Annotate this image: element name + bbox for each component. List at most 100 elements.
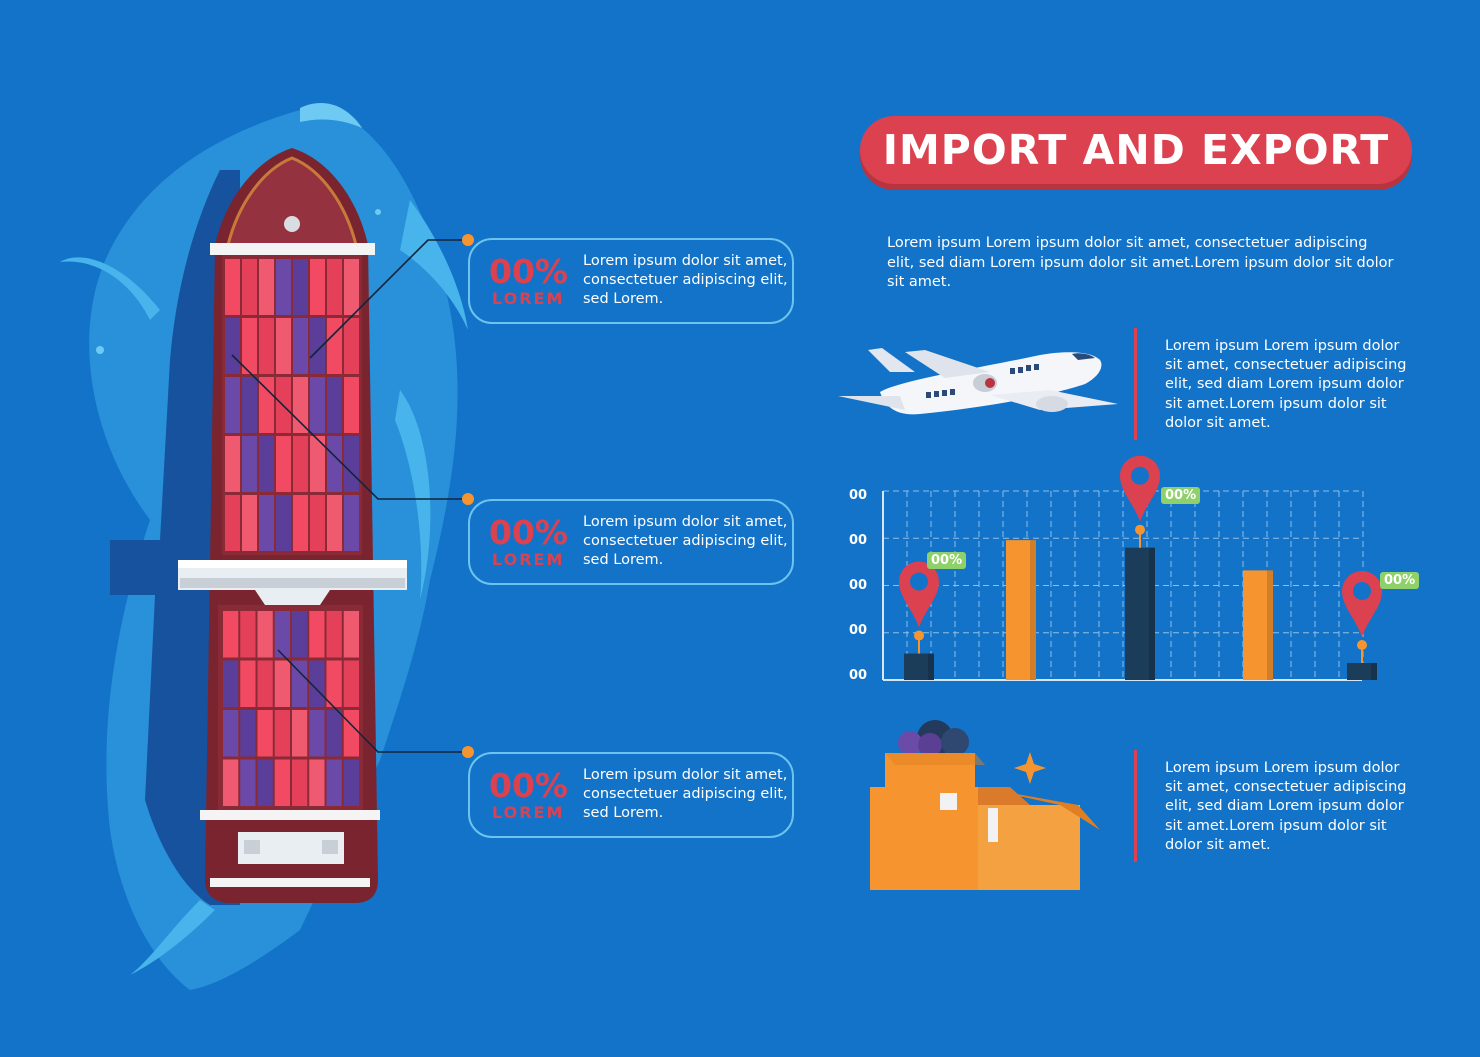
- ship-container: [292, 759, 308, 806]
- ship-container: [310, 495, 325, 551]
- ship-container: [326, 660, 342, 707]
- ship-container: [259, 318, 274, 374]
- ship-container: [242, 436, 257, 492]
- ship-container: [259, 495, 274, 551]
- ship-container: [344, 377, 359, 433]
- ship-container: [240, 759, 256, 806]
- ship-container: [259, 377, 274, 433]
- ship-container: [259, 259, 274, 315]
- ship-container: [293, 495, 308, 551]
- bar-badge: 00%: [1380, 572, 1420, 589]
- y-tick-label: 00: [849, 533, 868, 548]
- pin-base-dot: [1135, 524, 1145, 535]
- ship-container: [242, 259, 257, 315]
- ship-container: [309, 759, 325, 806]
- ship-container: [225, 259, 240, 315]
- callout-percent: 00%: [489, 252, 568, 291]
- chart-bar-shade: [1149, 547, 1155, 680]
- ship-container: [309, 611, 325, 658]
- chart-bar: [1125, 547, 1155, 680]
- ship-container: [257, 710, 273, 757]
- ship-container: [327, 259, 342, 315]
- map-pin-hole: [910, 572, 928, 591]
- ship-container: [343, 660, 359, 707]
- leader-dot-1: [462, 234, 474, 246]
- intro-text: Lorem ipsum Lorem ipsum dolor sit amet, …: [887, 235, 1394, 290]
- ship-container: [343, 759, 359, 806]
- ship-container: [327, 318, 342, 374]
- leader-lines: [231, 239, 468, 753]
- y-tick-label: 00: [849, 623, 868, 638]
- cardboard-boxes-icon: [870, 720, 1100, 890]
- chart-bar-shade: [1030, 540, 1036, 680]
- ship-container: [223, 759, 239, 806]
- ship-container: [344, 318, 359, 374]
- ship: [178, 148, 407, 903]
- ship-container: [293, 377, 308, 433]
- ship-container: [276, 436, 291, 492]
- ship-container: [274, 660, 290, 707]
- ship-container: [276, 259, 291, 315]
- ship-container: [327, 495, 342, 551]
- ship-container: [344, 495, 359, 551]
- ship-container: [327, 377, 342, 433]
- callout-percent: 00%: [489, 513, 568, 552]
- ship-container: [327, 436, 342, 492]
- ship-container: [242, 318, 257, 374]
- y-tick-label: 00: [849, 488, 868, 503]
- leader-dot-3: [462, 746, 474, 758]
- pin-base-dot: [1357, 639, 1367, 650]
- ship-container: [309, 710, 325, 757]
- accent-bar-airplane: [1134, 328, 1137, 440]
- callout-text: Lorem ipsum dolor sit amet, consectetuer…: [583, 253, 788, 307]
- ship-container: [223, 660, 239, 707]
- callout-2: 00% LOREM Lorem ipsum dolor sit amet, co…: [468, 499, 794, 585]
- callout-1: 00% LOREM Lorem ipsum dolor sit amet, co…: [468, 238, 794, 324]
- airplane-text: Lorem ipsum Lorem ipsum dolor sit amet, …: [1165, 338, 1407, 431]
- ship-container: [274, 611, 290, 658]
- airplane-icon: [838, 348, 1118, 415]
- ship-container: [310, 259, 325, 315]
- ship-container: [310, 436, 325, 492]
- ship-container: [310, 377, 325, 433]
- ship-container: [225, 377, 240, 433]
- bar-chart: [882, 455, 1382, 681]
- ship-container: [257, 660, 273, 707]
- ship-container: [309, 660, 325, 707]
- boxes-text: Lorem ipsum Lorem ipsum dolor sit amet, …: [1165, 760, 1407, 853]
- callout-label: LOREM: [492, 803, 565, 822]
- ship-container: [274, 759, 290, 806]
- chart-bar: [1243, 570, 1273, 680]
- ship-container: [257, 611, 273, 658]
- chart-bar-shade: [928, 653, 934, 680]
- ship-container: [240, 611, 256, 658]
- ship-container: [326, 759, 342, 806]
- ship-container: [225, 318, 240, 374]
- ship-container: [223, 710, 239, 757]
- map-pin-icon: [1120, 455, 1160, 522]
- title-banner: IMPORT AND EXPORT: [860, 116, 1412, 184]
- ship-container: [240, 660, 256, 707]
- chart-bar: [904, 653, 934, 680]
- map-pin-hole: [1131, 466, 1149, 485]
- callout-text: Lorem ipsum dolor sit amet, consectetuer…: [583, 767, 788, 821]
- ship-container: [310, 318, 325, 374]
- ship-container: [276, 318, 291, 374]
- ship-container: [343, 710, 359, 757]
- map-pin-icon: [1342, 570, 1382, 637]
- chart-bar: [1006, 540, 1036, 680]
- ship-container: [293, 318, 308, 374]
- ship-container: [276, 495, 291, 551]
- y-tick-label: 00: [849, 578, 868, 593]
- callout-label: LOREM: [492, 289, 565, 308]
- ship-container: [292, 660, 308, 707]
- ship-container: [240, 710, 256, 757]
- callout-text: Lorem ipsum dolor sit amet, consectetuer…: [583, 514, 788, 568]
- map-pin-hole: [1353, 581, 1371, 600]
- ship-container: [344, 259, 359, 315]
- ship-container: [343, 611, 359, 658]
- ship-container: [326, 710, 342, 757]
- y-tick-label: 00: [849, 668, 868, 683]
